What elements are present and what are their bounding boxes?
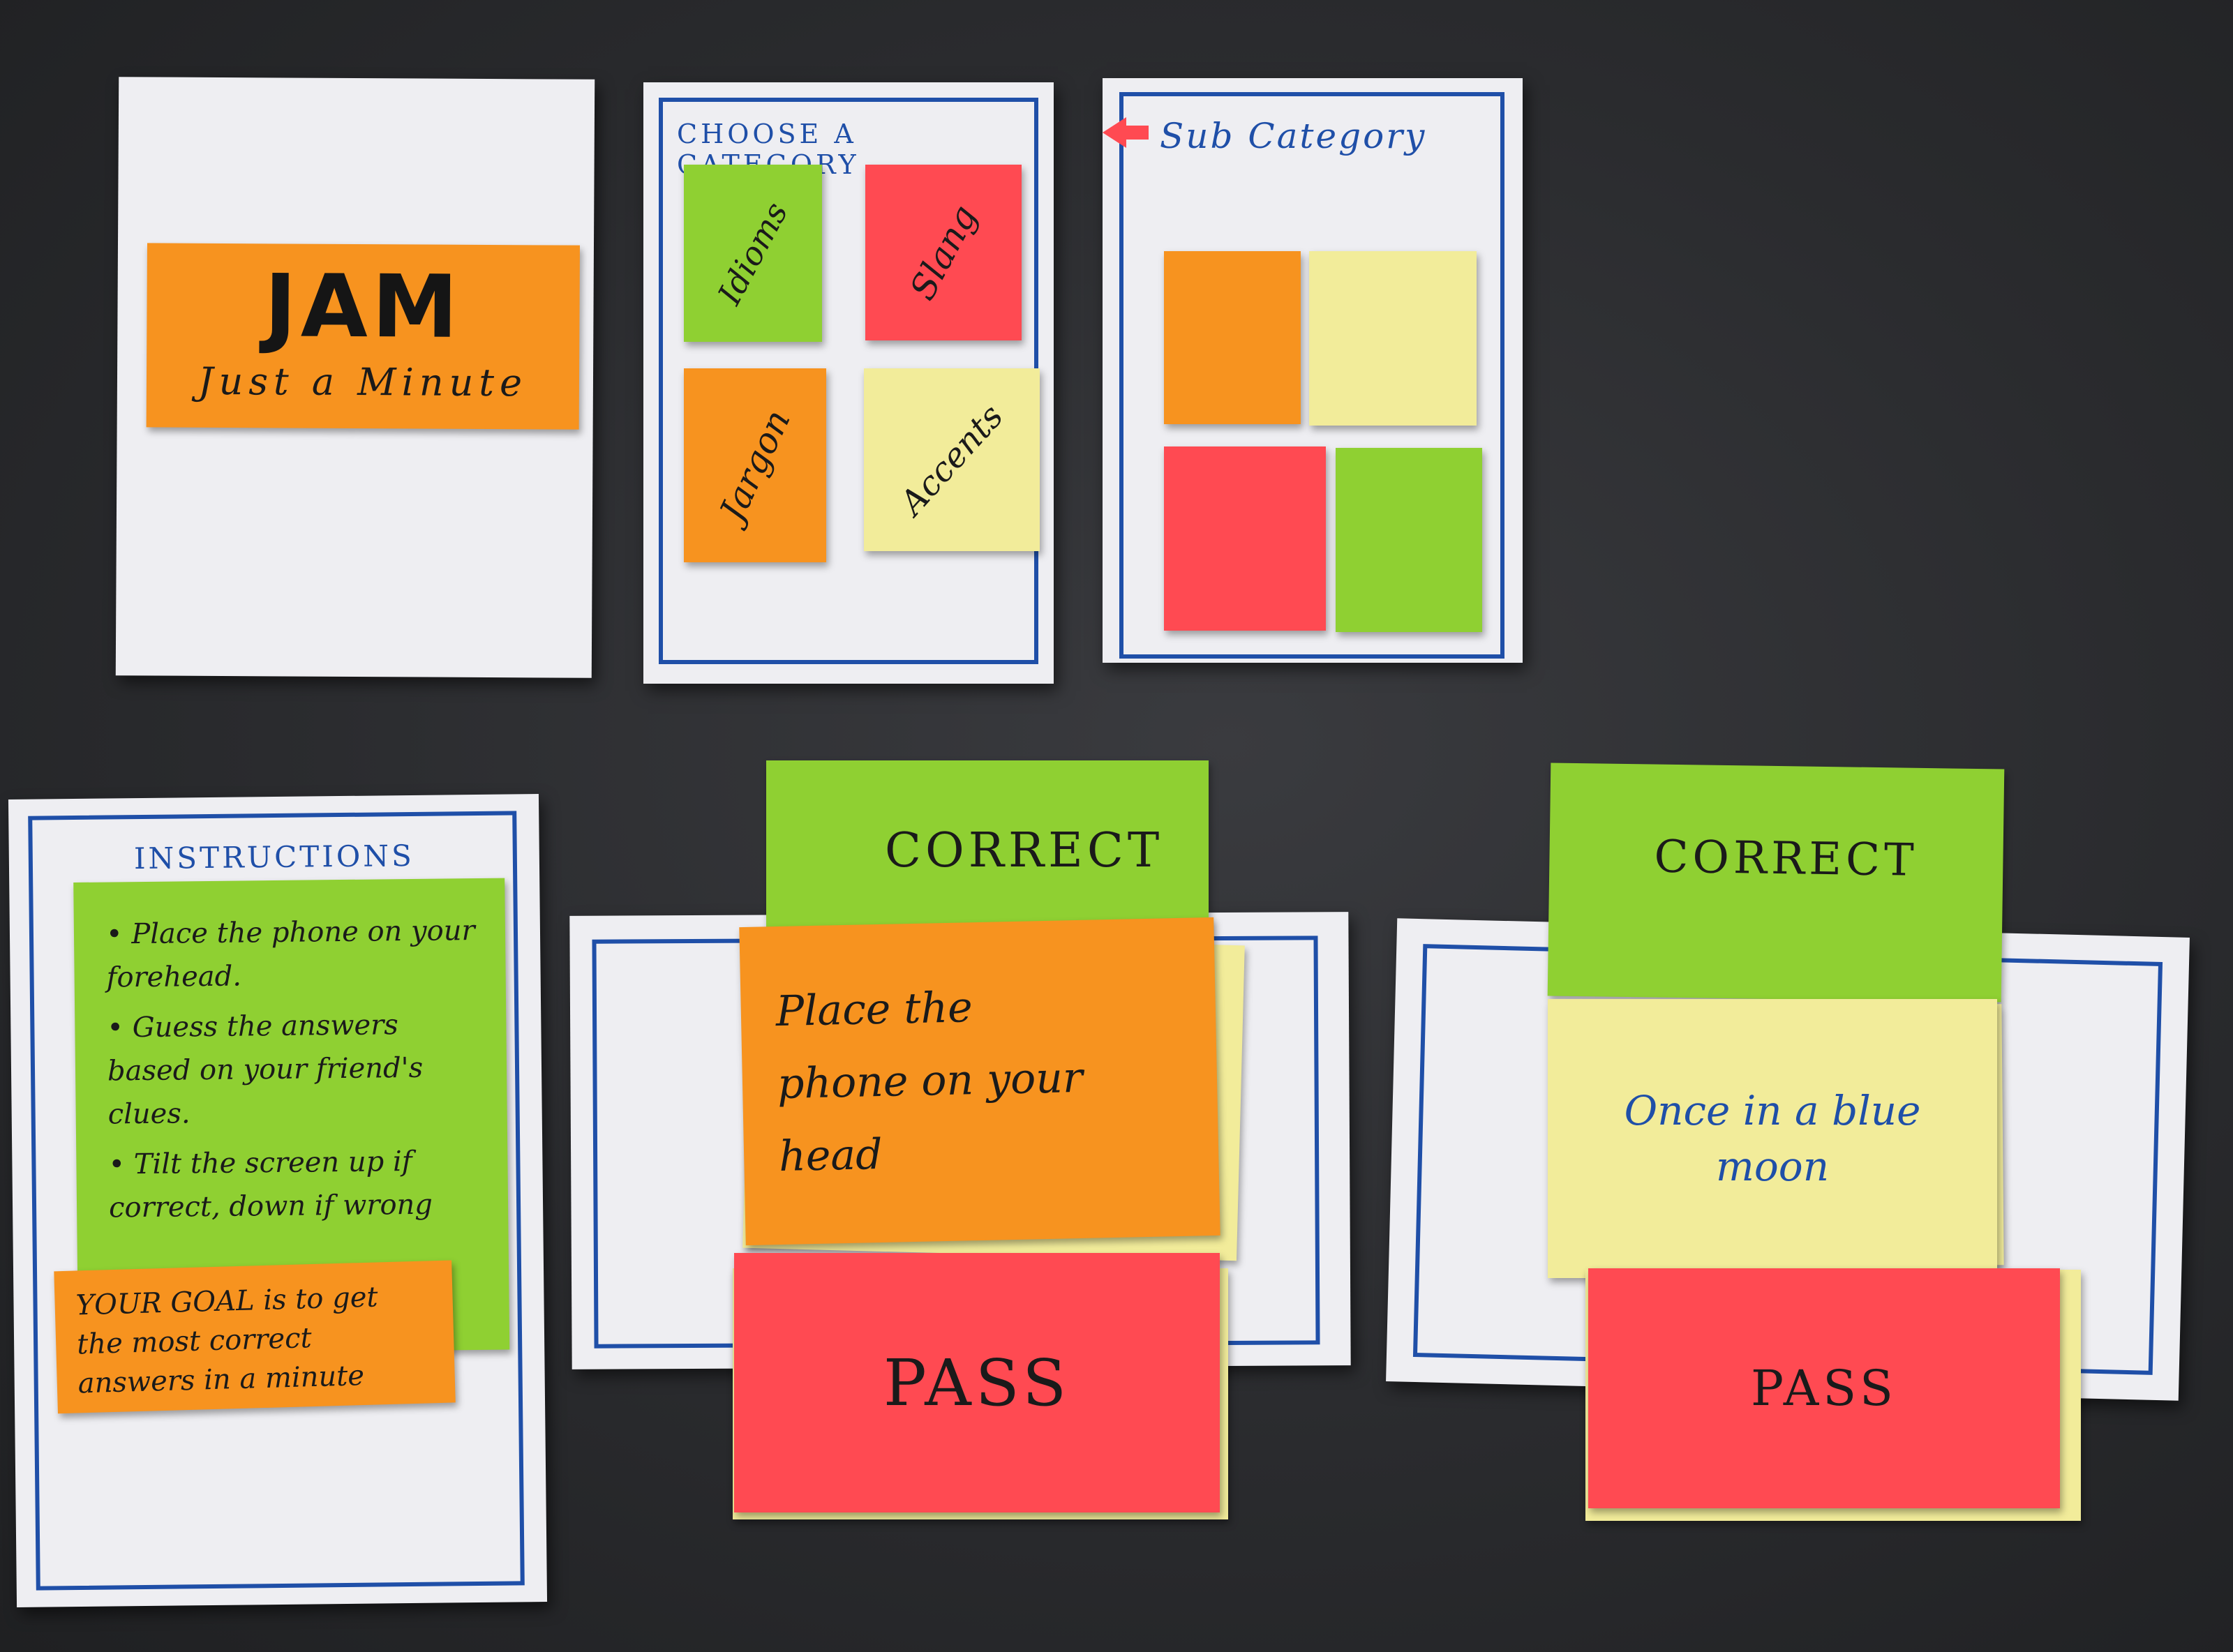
prompt-card-1: Place the phone on your head	[739, 917, 1220, 1246]
instruction-text: Guess the answers based on your friend's…	[107, 1009, 424, 1131]
instruction-text: Place the phone on your forehead.	[106, 915, 475, 994]
jargon-label: Jargon	[712, 403, 798, 527]
category-card: CHOOSE A CATEGORY Idioms Slang Jargon Ac…	[643, 82, 1054, 684]
instructions-heading: INSTRUCTIONS	[133, 838, 415, 876]
pass-zone-2[interactable]: PASS	[1588, 1268, 2060, 1508]
correct-zone-1[interactable]: CORRECT	[766, 760, 1209, 939]
pass-zone-1[interactable]: PASS	[734, 1253, 1220, 1512]
splash-card: JAM Just a Minute	[115, 77, 595, 678]
subcategory-tile-4[interactable]	[1336, 448, 1482, 632]
correct-label: CORRECT	[885, 823, 1164, 878]
prompt-card-2: Once in a blue moon	[1548, 999, 1997, 1278]
subcategory-tile-2[interactable]	[1309, 251, 1477, 426]
prompt-text: Once in a blue moon	[1624, 1087, 1921, 1190]
subcategory-tile-3[interactable]	[1164, 446, 1326, 631]
correct-zone-2[interactable]: CORRECT	[1547, 763, 2005, 1003]
idioms-label: Idioms	[710, 195, 796, 311]
app-title: JAM	[264, 256, 463, 358]
goal-text: YOUR GOAL is to get the most correct ans…	[75, 1281, 379, 1400]
screen-frame	[1119, 92, 1504, 659]
goal-sticky: YOUR GOAL is to get the most correct ans…	[54, 1260, 456, 1414]
splash-title-sticky: JAM Just a Minute	[146, 243, 580, 430]
pass-label: PASS	[1751, 1360, 1897, 1417]
idioms-tile[interactable]: Idioms	[684, 165, 822, 342]
back-arrow-tail	[1123, 126, 1149, 140]
prompt-text: Place the phone on your head	[775, 983, 1084, 1182]
slang-label: Slang	[902, 198, 985, 307]
jargon-tile[interactable]: Jargon	[684, 368, 826, 562]
instruction-text: Tilt the screen up if correct, down if w…	[108, 1145, 433, 1224]
instruction-item: • Place the phone on your forehead.	[105, 915, 475, 994]
pass-label: PASS	[883, 1345, 1071, 1420]
accents-label: Accents	[893, 397, 1011, 523]
instruction-item: • Tilt the screen up if correct, down if…	[108, 1145, 433, 1224]
slang-tile[interactable]: Slang	[865, 165, 1022, 340]
app-subtitle: Just a Minute	[197, 359, 528, 405]
subcategory-tile-1[interactable]	[1164, 251, 1301, 424]
instruction-item: • Guess the answers based on your friend…	[107, 1009, 424, 1131]
correct-label: CORRECT	[1653, 831, 1919, 887]
subcategory-card: Sub Category	[1103, 78, 1523, 663]
back-arrow-icon[interactable]	[1103, 117, 1126, 148]
instructions-card: INSTRUCTIONS • Place the phone on your f…	[8, 794, 548, 1607]
accents-tile[interactable]: Accents	[864, 368, 1040, 551]
subcategory-heading: Sub Category	[1160, 116, 1427, 156]
